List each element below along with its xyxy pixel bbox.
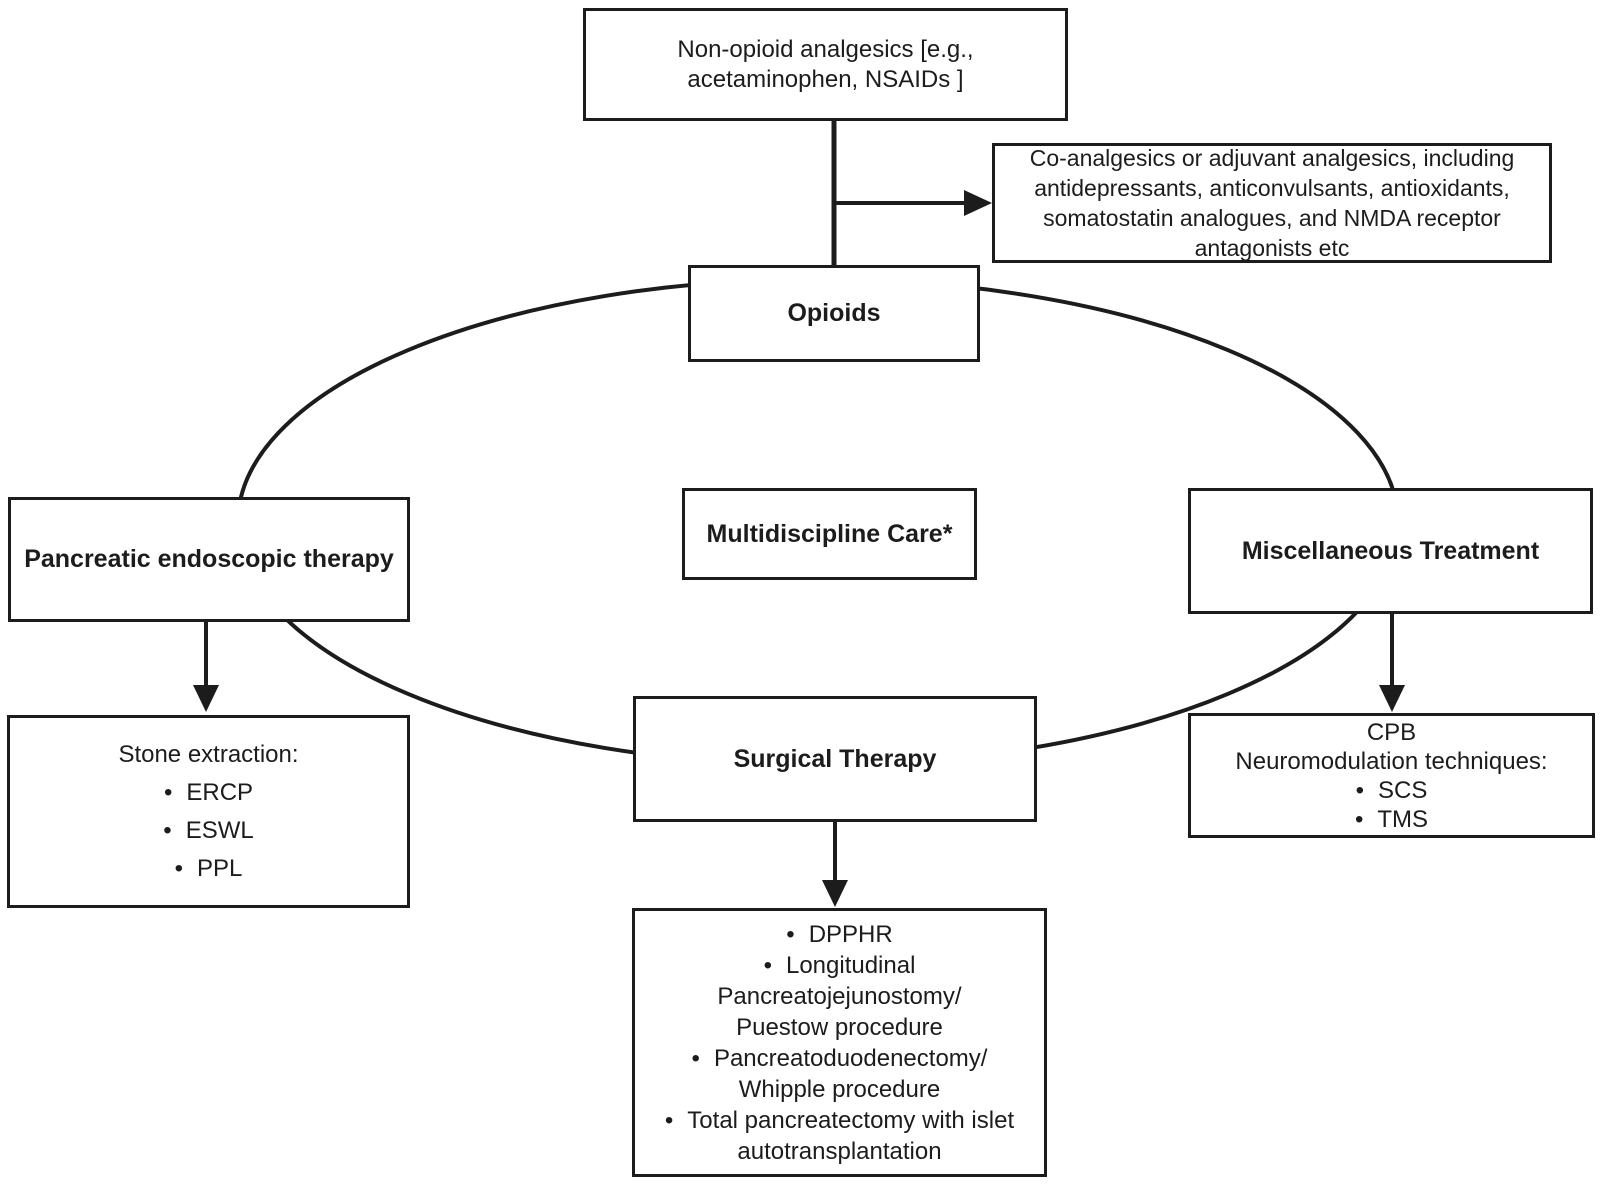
- node-miscellaneous-treatment-label: Miscellaneous Treatment: [1241, 536, 1540, 565]
- bullet-icon: •: [163, 816, 172, 844]
- node-opioids: Opioids: [688, 265, 980, 362]
- procedure-item-dpphr: DPPHR: [808, 920, 893, 948]
- node-miscellaneous-treatment: Miscellaneous Treatment: [1188, 488, 1593, 614]
- arrow-miscellaneous-to-cpb-head: [1379, 685, 1405, 712]
- node-non-opioid-analgesics-label: Non-opioid analgesics [e.g., acetaminoph…: [677, 35, 974, 93]
- neuromodulation-line: Neuromodulation techniques:: [1235, 747, 1548, 775]
- list-item: • PPL: [175, 850, 243, 888]
- procedure-item-puestow: Longitudinal Pancreatojejunostomy/ Puest…: [717, 951, 962, 1041]
- cpb-line: CPB: [1366, 718, 1417, 746]
- node-surgical-procedures: •DPPHR •Longitudinal Pancreatojejunostom…: [632, 908, 1047, 1177]
- node-co-analgesics-label: Co-analgesics or adjuvant analgesics, in…: [1029, 145, 1515, 261]
- cpb-item-tms: TMS: [1377, 805, 1429, 833]
- procedure-item-whipple: Pancreatoduodenectomy/ Whipple procedure: [713, 1044, 988, 1103]
- list-item: • Total pancreatectomy with islet autotra…: [665, 1105, 1014, 1167]
- node-cpb-neuromodulation: CPB Neuromodulation techniques: • SCS • TM…: [1188, 713, 1595, 838]
- bullet-icon: •: [763, 951, 772, 979]
- list-item: • ERCP: [164, 774, 253, 812]
- cpb-item-scs: SCS: [1378, 776, 1428, 804]
- stone-item-ppl: PPL: [197, 854, 243, 882]
- bullet-icon: •: [1354, 805, 1364, 833]
- node-pancreatic-endoscopic-therapy: Pancreatic endoscopic therapy: [8, 497, 410, 622]
- bullet-icon: •: [1355, 776, 1365, 804]
- procedure-item-tpiat: Total pancreatectomy with islet autotran…: [687, 1106, 1015, 1165]
- stone-item-ercp: ERCP: [186, 778, 254, 806]
- list-item: •Longitudinal Pancreatojejunostomy/ Pues…: [717, 950, 961, 1043]
- node-opioids-label: Opioids: [787, 299, 881, 327]
- stone-item-eswl: ESWL: [185, 816, 254, 844]
- bullet-icon: •: [691, 1044, 700, 1072]
- stone-extraction-title: Stone extraction:: [118, 740, 299, 768]
- bullet-icon: •: [786, 920, 795, 948]
- arrow-pancreatic-to-stone-head: [193, 685, 219, 712]
- list-item: • DPPHR: [786, 919, 892, 950]
- node-surgical-therapy-label: Surgical Therapy: [733, 744, 937, 773]
- list-item: • TMS: [1355, 805, 1428, 834]
- node-multidiscipline-care: Multidiscipline Care*: [682, 488, 977, 580]
- list-item: • Pancreatoduodenectomy/ Whipple procedur…: [692, 1043, 988, 1105]
- node-pancreatic-endoscopic-therapy-label: Pancreatic endoscopic therapy: [24, 545, 394, 573]
- bullet-icon: •: [664, 1106, 674, 1134]
- node-stone-extraction: Stone extraction: •ERCP •ESWL •PPL: [7, 715, 410, 908]
- node-non-opioid-analgesics: Non-opioid analgesics [e.g., acetaminoph…: [583, 8, 1068, 121]
- arrow-surgical-to-procedures-head: [822, 880, 848, 907]
- node-co-analgesics: Co-analgesics or adjuvant analgesics, in…: [992, 143, 1552, 263]
- node-multidiscipline-care-label: Multidiscipline Care*: [706, 519, 953, 548]
- arrow-to-co-analgesics-head: [964, 190, 992, 216]
- list-item: • SCS: [1356, 776, 1428, 805]
- node-surgical-therapy: Surgical Therapy: [633, 696, 1037, 822]
- bullet-icon: •: [174, 854, 184, 882]
- bullet-icon: •: [163, 778, 173, 806]
- list-item: • ESWL: [163, 812, 253, 850]
